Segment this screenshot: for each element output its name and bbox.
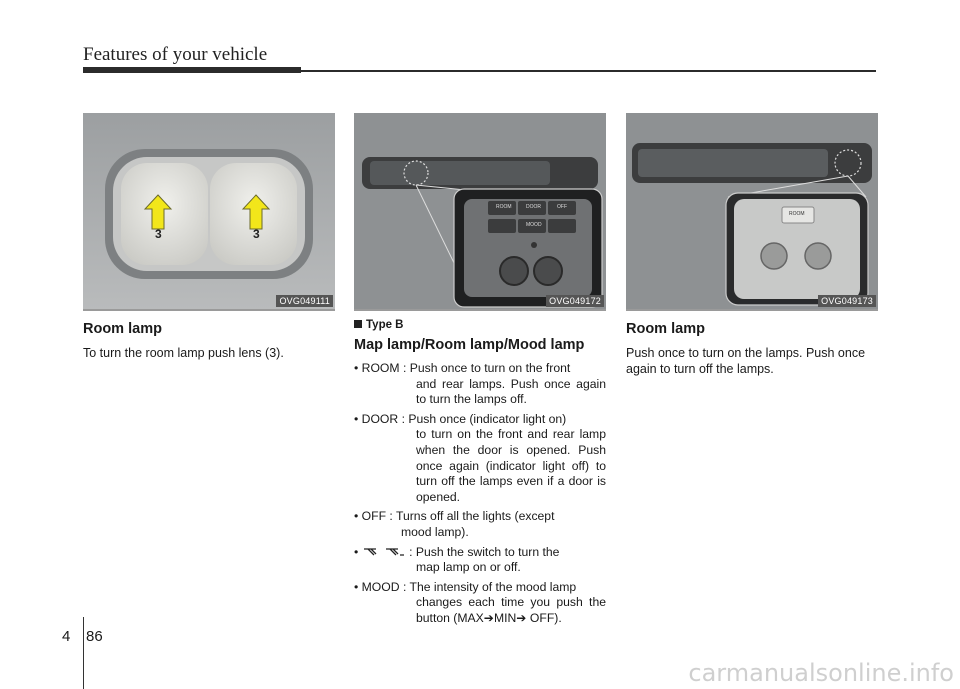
page-header-title: Features of your vehicle [83, 44, 268, 65]
list-item-door: • DOOR : Push once (indicator light on)t… [354, 411, 606, 504]
bullet-mark: • [354, 544, 359, 559]
section-heading: Map lamp/Room lamp/Mood lamp [354, 337, 585, 353]
lens-number-right: 3 [253, 227, 260, 241]
map-lamp-photo: ROOM DOOR OFF MOOD OVG049172 [354, 113, 606, 309]
section-body: Push once to turn on the lamps. Push onc… [626, 346, 866, 376]
type-label: Type B [354, 319, 606, 331]
image-rule [354, 309, 606, 311]
square-bullet-icon [354, 320, 362, 328]
image-rule [626, 309, 878, 311]
image-caption: OVG049173 [818, 295, 876, 307]
image-caption: OVG049172 [546, 295, 604, 307]
switch-label-room: ROOM [789, 211, 805, 217]
switch-label-off: OFF [557, 204, 567, 210]
lens-number-left: 3 [155, 227, 162, 241]
map-lamp-icon [363, 548, 404, 556]
map-lamp-illustration [354, 113, 606, 309]
list-item-off: • OFF : Turns off all the lights (except… [354, 509, 555, 539]
room-lamp-photo: 3 3 OVG049111 [83, 113, 335, 309]
image-rule [83, 309, 335, 311]
page-number-divider [83, 617, 84, 689]
switch-label-mood: MOOD [526, 222, 542, 228]
page-number-value: 86 [86, 628, 103, 645]
header-rule-thick [83, 67, 301, 73]
room-switch-illustration [626, 113, 878, 309]
column-map-room-mood-lamp: ROOM DOOR OFF MOOD OVG049172 Type B Map … [354, 113, 606, 631]
watermark-text: carmanualsonline.info [688, 659, 954, 687]
header-rule-thin [301, 70, 876, 72]
section-heading: Room lamp [626, 321, 705, 337]
room-switch-photo: ROOM OVG049173 [626, 113, 878, 309]
image-caption: OVG049111 [276, 295, 333, 307]
column-room-lamp-type-b: ROOM OVG049173 Room lamp Push once to tu… [626, 113, 878, 377]
section-body: To turn the room lamp push lens (3). [83, 346, 284, 360]
chapter-number: 4 [62, 628, 71, 645]
switch-label-room: ROOM [496, 204, 512, 210]
column-room-lamp-type-a: 3 3 OVG049111 Room lamp To turn the room… [83, 113, 335, 361]
list-item-map-lamp: • : Push the switch to turn the map lamp… [354, 544, 560, 575]
section-heading: Room lamp [83, 321, 162, 337]
room-lamp-illustration [83, 113, 335, 309]
switch-label-door: DOOR [526, 204, 541, 210]
